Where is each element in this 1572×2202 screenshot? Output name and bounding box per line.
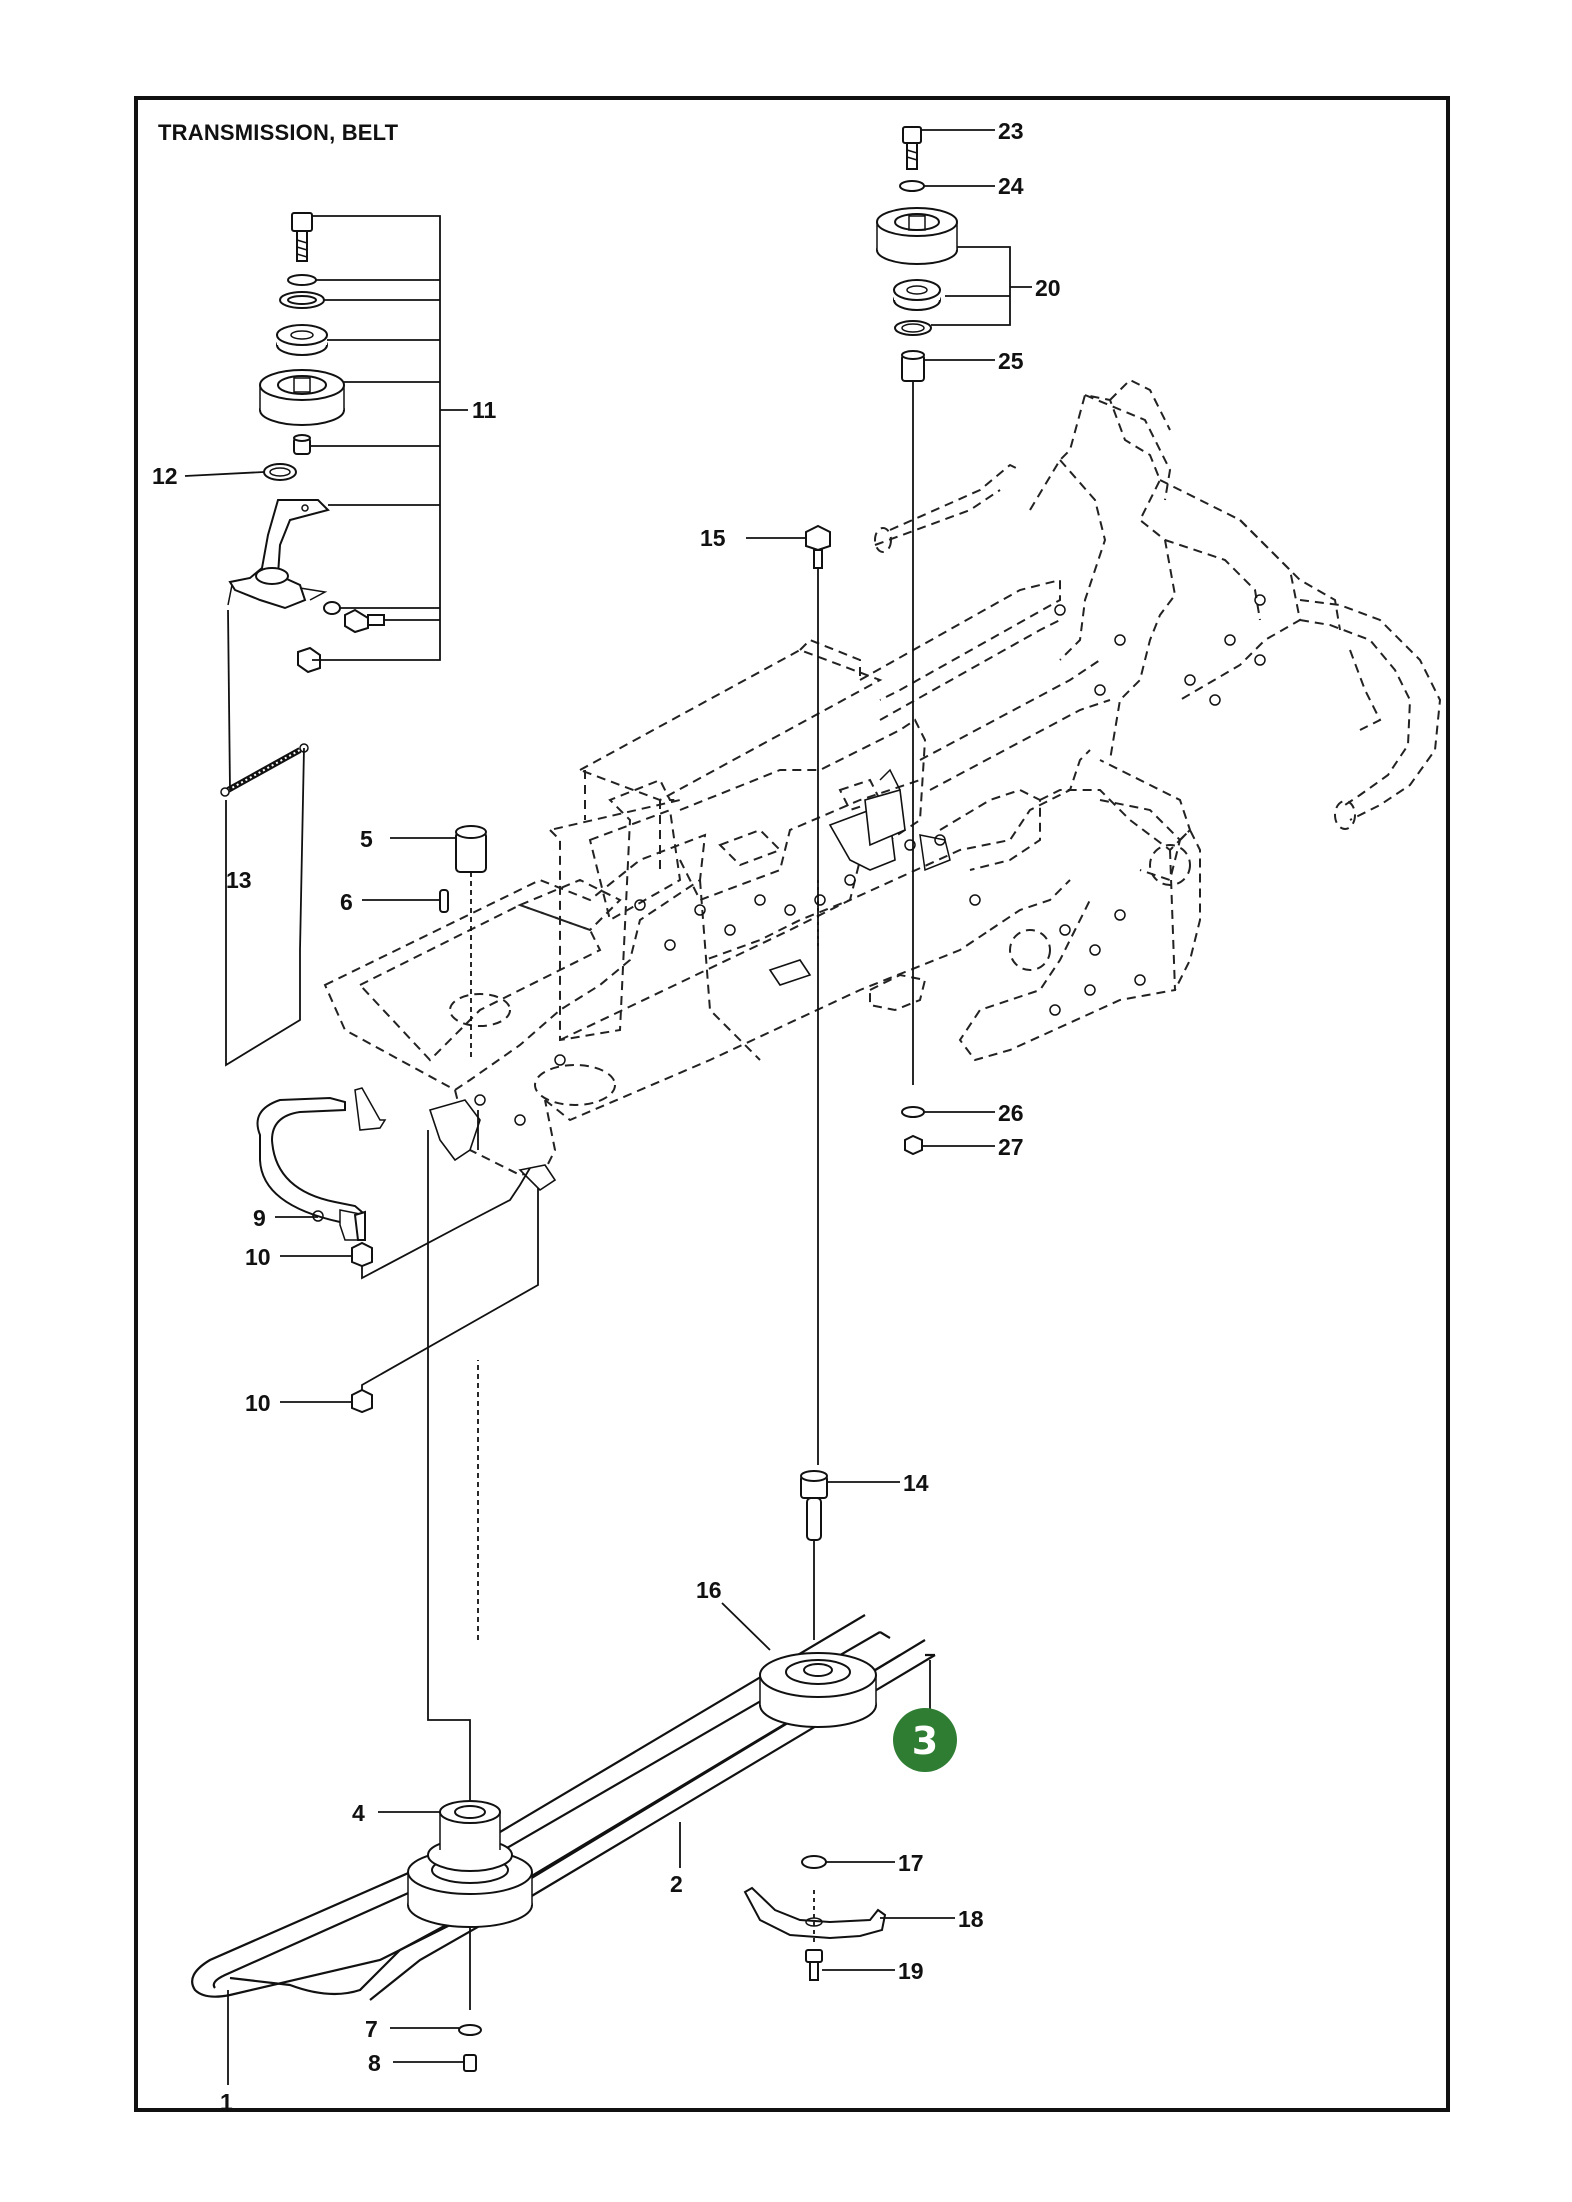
part-label-17: 17 — [898, 1850, 924, 1876]
part-label-5: 5 — [360, 826, 373, 852]
part-labels: 23 24 20 25 11 12 15 13 5 6 26 27 9 10 1… — [152, 118, 1061, 2115]
page-title: TRANSMISSION, BELT — [158, 120, 399, 145]
part-label-27: 27 — [998, 1134, 1024, 1160]
section-badge: 3 — [893, 1708, 957, 1772]
part-label-10b: 10 — [245, 1390, 271, 1416]
part-label-11: 11 — [472, 397, 497, 423]
part-label-18: 18 — [958, 1906, 984, 1932]
part-label-24: 24 — [998, 173, 1024, 199]
part-label-19: 19 — [898, 1958, 924, 1984]
part-label-23: 23 — [998, 118, 1024, 144]
lower-fasteners — [390, 1855, 955, 2072]
belt-and-pulleys — [191, 1602, 936, 2085]
part-label-8: 8 — [368, 2050, 381, 2076]
part-label-6: 6 — [340, 889, 353, 915]
section-badge-number: 3 — [912, 1719, 938, 1763]
part-label-13: 13 — [226, 867, 252, 893]
chassis-frame — [323, 378, 1442, 1192]
part-label-9: 9 — [253, 1205, 266, 1231]
bolt-15-shaft-14 — [746, 524, 900, 1640]
part-label-20: 20 — [1035, 275, 1061, 301]
leader-lines-11 — [184, 215, 468, 1067]
part-label-16: 16 — [696, 1577, 722, 1603]
part-label-25: 25 — [998, 348, 1024, 374]
idler-assembly-right — [876, 126, 1032, 1156]
part-label-26: 26 — [998, 1100, 1024, 1126]
part-label-7: 7 — [365, 2016, 378, 2042]
small-parts-5-6-9-10 — [256, 825, 539, 1800]
part-label-2: 2 — [670, 1871, 683, 1897]
part-label-15: 15 — [700, 525, 726, 551]
diagram-frame — [134, 96, 1450, 2112]
idler-assembly-left — [220, 212, 385, 797]
part-label-10a: 10 — [245, 1244, 271, 1270]
part-label-4: 4 — [352, 1800, 365, 1826]
part-label-1: 1 — [220, 2089, 233, 2115]
part-label-14: 14 — [903, 1470, 929, 1496]
part-label-12: 12 — [152, 463, 178, 489]
